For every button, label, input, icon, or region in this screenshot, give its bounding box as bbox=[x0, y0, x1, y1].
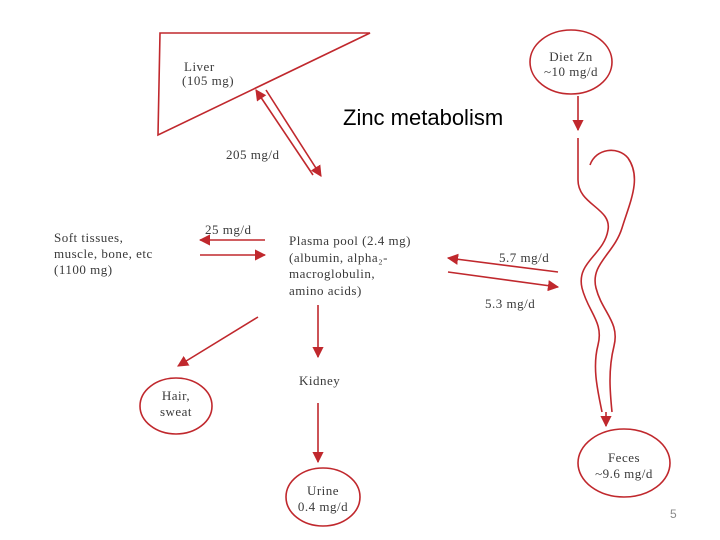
flow-gut-to-plasma: 5.7 mg/d bbox=[499, 251, 549, 265]
flow-plasma-to-gut: 5.3 mg/d bbox=[485, 297, 535, 311]
soft-tissues-line2: muscle, bone, etc bbox=[54, 247, 153, 261]
gut-tube-right bbox=[590, 150, 634, 412]
arrow-liver-to-plasma bbox=[266, 90, 321, 176]
plasma-pool-line2: (albumin, alpha₂- bbox=[289, 251, 388, 265]
diagram-title: Zinc metabolism bbox=[343, 105, 503, 131]
diet-amount: ~10 mg/d bbox=[530, 65, 612, 79]
soft-tissues-line1: Soft tissues, bbox=[54, 231, 123, 245]
feces-label: Feces bbox=[580, 451, 668, 465]
flow-liver-plasma: 205 mg/d bbox=[226, 148, 279, 162]
arrow-plasma-to-gut bbox=[448, 272, 558, 287]
arrow-plasma-to-hair bbox=[178, 317, 258, 366]
diet-label: Diet Zn bbox=[530, 50, 612, 64]
hair-line1: Hair, bbox=[140, 389, 212, 403]
plasma-pool-line3: macroglobulin, bbox=[289, 267, 375, 281]
plasma-pool-line1: Plasma pool (2.4 mg) bbox=[289, 234, 411, 248]
liver-label: Liver bbox=[184, 60, 215, 74]
plasma-pool-line4: amino acids) bbox=[289, 284, 362, 298]
arrow-plasma-to-liver bbox=[256, 90, 313, 175]
page-number: 5 bbox=[670, 507, 677, 521]
urine-amount: 0.4 mg/d bbox=[283, 500, 363, 514]
urine-label: Urine bbox=[283, 484, 363, 498]
liver-amount: (105 mg) bbox=[182, 74, 234, 88]
hair-line2: sweat bbox=[140, 405, 212, 419]
feces-amount: ~9.6 mg/d bbox=[580, 467, 668, 481]
gut-tube-left bbox=[578, 138, 608, 412]
soft-tissues-line3: (1100 mg) bbox=[54, 263, 113, 277]
flow-soft-plasma: 25 mg/d bbox=[205, 223, 251, 237]
kidney-label: Kidney bbox=[299, 374, 340, 388]
